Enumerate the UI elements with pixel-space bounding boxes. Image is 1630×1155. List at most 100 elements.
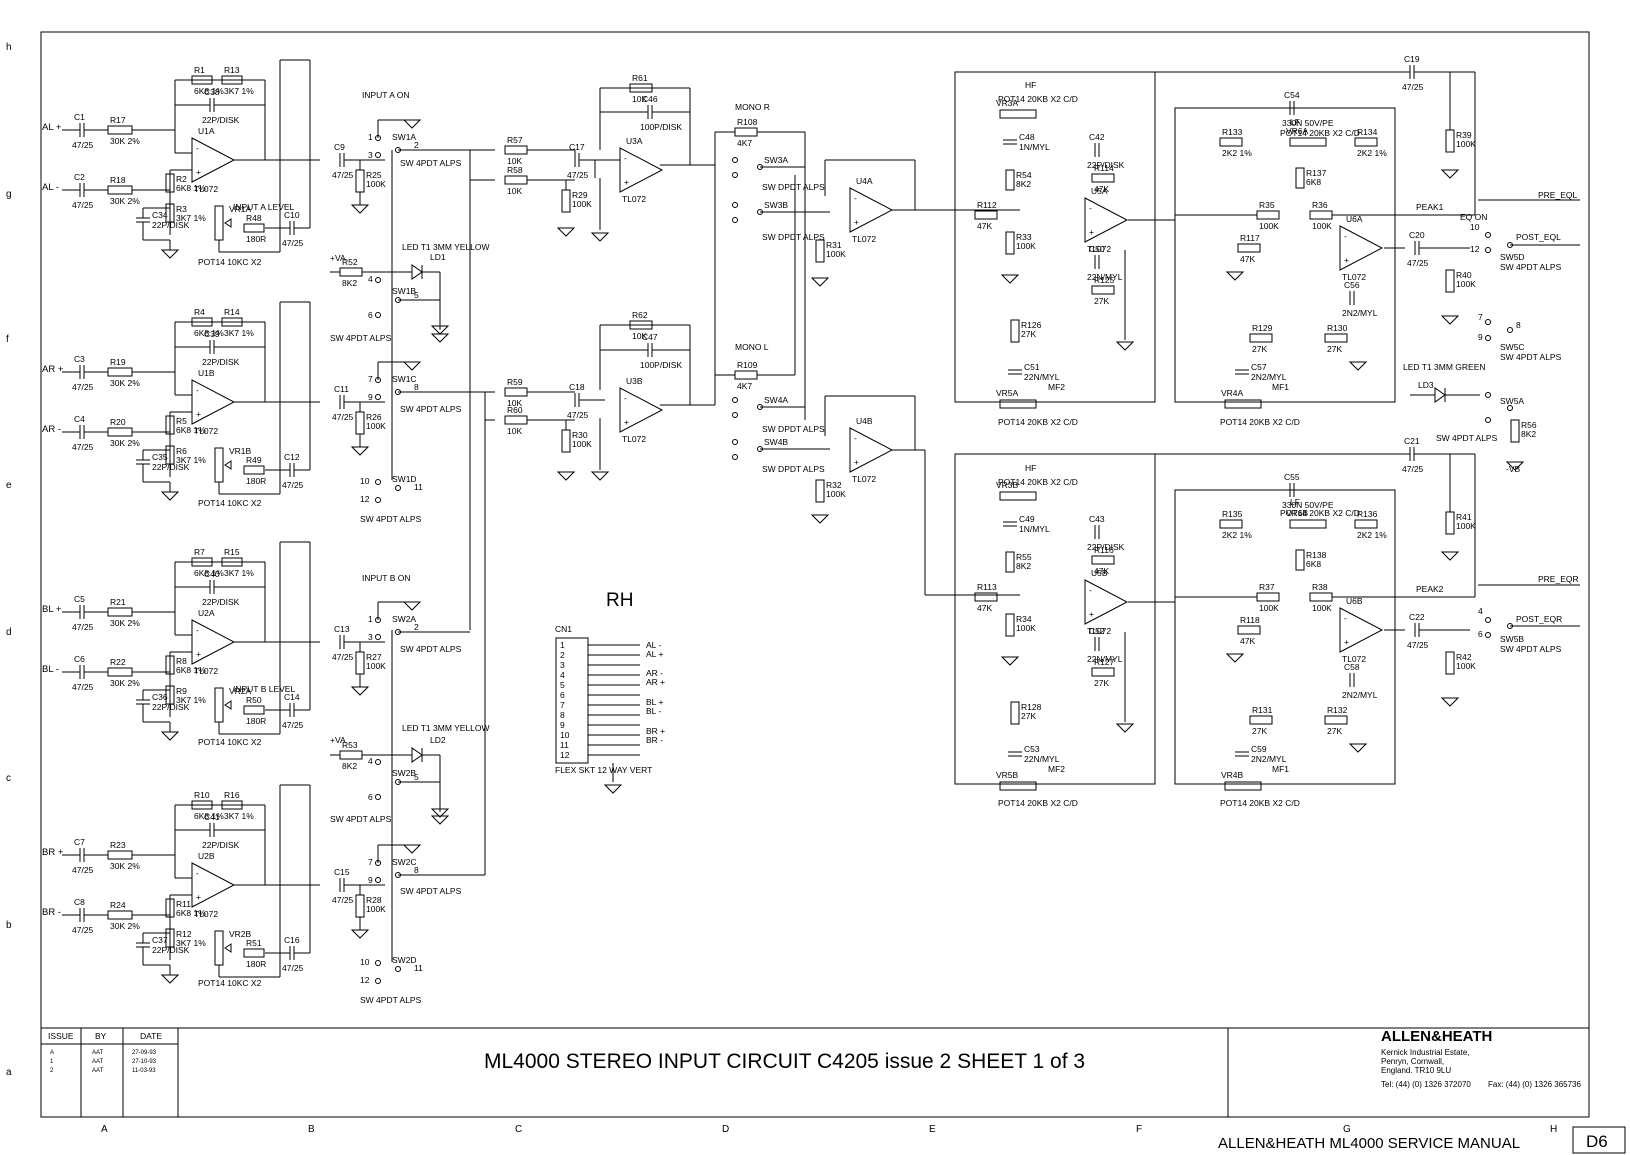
resistor	[221, 75, 243, 85]
mono-l-label: MONO L	[735, 342, 769, 352]
resistor-value: 100K	[826, 489, 846, 499]
op-amp-ref: U2B	[198, 851, 215, 861]
resistor	[221, 800, 243, 810]
resistor	[191, 800, 213, 810]
resistor	[1005, 169, 1015, 191]
capacitor-value: 47/25	[282, 480, 304, 490]
switch-contact	[1485, 617, 1491, 623]
resistor	[339, 267, 363, 277]
address-line: England. TR10 9LU	[1381, 1066, 1451, 1075]
ground-symbol	[810, 277, 830, 287]
resistor-value: 3K7 1%	[224, 811, 254, 821]
switch-ref: SW2D	[392, 955, 417, 965]
resistor	[1237, 243, 1261, 253]
potentiometer	[1224, 781, 1262, 791]
eq-box	[954, 453, 1156, 785]
resistor-value: 47K	[1094, 566, 1109, 576]
led-yellow-label-2: LED T1 3MM YELLOW	[402, 723, 490, 733]
switch-contact	[375, 394, 381, 400]
capacitor-value: 22P/DISK	[152, 702, 190, 712]
op-amp-pin: +	[1089, 227, 1094, 237]
op-amp-type: TL072	[622, 434, 646, 444]
pot-ref: VR5A	[996, 388, 1019, 398]
resistor-ref: R21	[110, 597, 126, 607]
op-amp-pin: -	[854, 433, 857, 443]
switch-ref: SW1B	[392, 286, 416, 296]
connector-pin: 1	[560, 640, 565, 650]
resistor-ref: R138	[1306, 550, 1327, 560]
resistor-ref: R14	[224, 307, 240, 317]
resistor-ref: R25	[366, 170, 382, 180]
switch-contact	[1507, 327, 1513, 333]
op-amp	[1339, 607, 1384, 653]
output-peak1: PEAK1	[1416, 202, 1444, 212]
lf-label: LF	[1290, 497, 1300, 507]
resistor-ref: R33	[1016, 232, 1032, 242]
resistor	[1091, 555, 1115, 565]
capacitor-ref: C58	[1344, 662, 1360, 672]
resistor	[504, 387, 528, 397]
resistor	[1005, 613, 1015, 637]
input-bl-minus: BL -	[42, 664, 59, 675]
switch-pin: 5	[414, 290, 419, 300]
resistor	[191, 557, 213, 567]
connector-signal: AR +	[646, 677, 665, 687]
resistor-ref: R126	[1021, 320, 1042, 330]
resistor-value: 47K	[1240, 636, 1255, 646]
resistor	[107, 667, 133, 677]
resistor-ref: R137	[1306, 168, 1327, 178]
sw-dpdt-label: SW DPDT ALPS	[762, 232, 825, 242]
ground-symbol	[1000, 274, 1020, 284]
resistor	[165, 655, 175, 675]
op-amp-pin: +	[1089, 609, 1094, 619]
input-al-plus: AL +	[42, 122, 62, 133]
resistor-value: 30K 2%	[110, 678, 140, 688]
capacitor-ref: C10	[284, 210, 300, 220]
connector-pin: 3	[560, 660, 565, 670]
capacitor-ref: C39	[204, 329, 220, 339]
pot-level-label: POT14 10KC X2	[198, 737, 262, 747]
hf-label: HF	[1025, 463, 1036, 473]
switch-pin: 3	[368, 150, 373, 160]
grid-col-A: A	[101, 1124, 108, 1135]
resistor-value: 27K	[1252, 726, 1267, 736]
op-amp	[1339, 225, 1384, 271]
grid-col-labels: A B C D E F G H	[101, 1124, 1557, 1135]
resistor-ref: R30	[572, 430, 588, 440]
pot-eq-label: POT14 20KB X2 C/D	[998, 798, 1078, 808]
resistor	[1091, 667, 1115, 677]
capacitor-ref: C2	[74, 172, 85, 182]
resistor	[107, 607, 133, 617]
resistor-ref: R130	[1327, 323, 1348, 333]
op-amp-ref: U2A	[198, 608, 215, 618]
resistor-ref: R57	[507, 135, 523, 145]
capacitor-value: 22P/DISK	[202, 840, 240, 850]
switch-contact	[375, 135, 381, 141]
resistor-value: 30K 2%	[110, 438, 140, 448]
resistor-ref: R128	[1021, 702, 1042, 712]
resistor-value: 2K2 1%	[1357, 530, 1387, 540]
resistor-value: 47K	[1094, 184, 1109, 194]
ground-symbol	[556, 471, 576, 481]
switch-contact	[1485, 392, 1491, 398]
op-amp-ref: U5A	[1091, 186, 1108, 196]
resistor	[1510, 419, 1520, 443]
op-amp-pin: -	[1344, 613, 1347, 623]
switch-contact	[732, 412, 738, 418]
grid-col-H: H	[1550, 1124, 1557, 1135]
switch-ref: SW4B	[764, 437, 788, 447]
switch-pin: 1	[368, 132, 373, 142]
resistor-value: 8K2	[342, 761, 357, 771]
resistor-value: 8K2	[1016, 561, 1031, 571]
resistor-ref: R9	[176, 686, 187, 696]
sw-4pdt-label: SW 4PDT ALPS	[360, 995, 422, 1005]
capacitor-ref: C53	[1024, 744, 1040, 754]
op-amp	[191, 137, 236, 183]
sw-4pdt-label: SW 4PDT ALPS	[400, 404, 462, 414]
resistor-ref: R28	[366, 895, 382, 905]
switch-contact	[395, 779, 401, 785]
resistor	[1324, 333, 1348, 343]
resistor-value: 10K	[507, 186, 522, 196]
resistor-value: 100K	[366, 179, 386, 189]
resistor-ref: R22	[110, 657, 126, 667]
